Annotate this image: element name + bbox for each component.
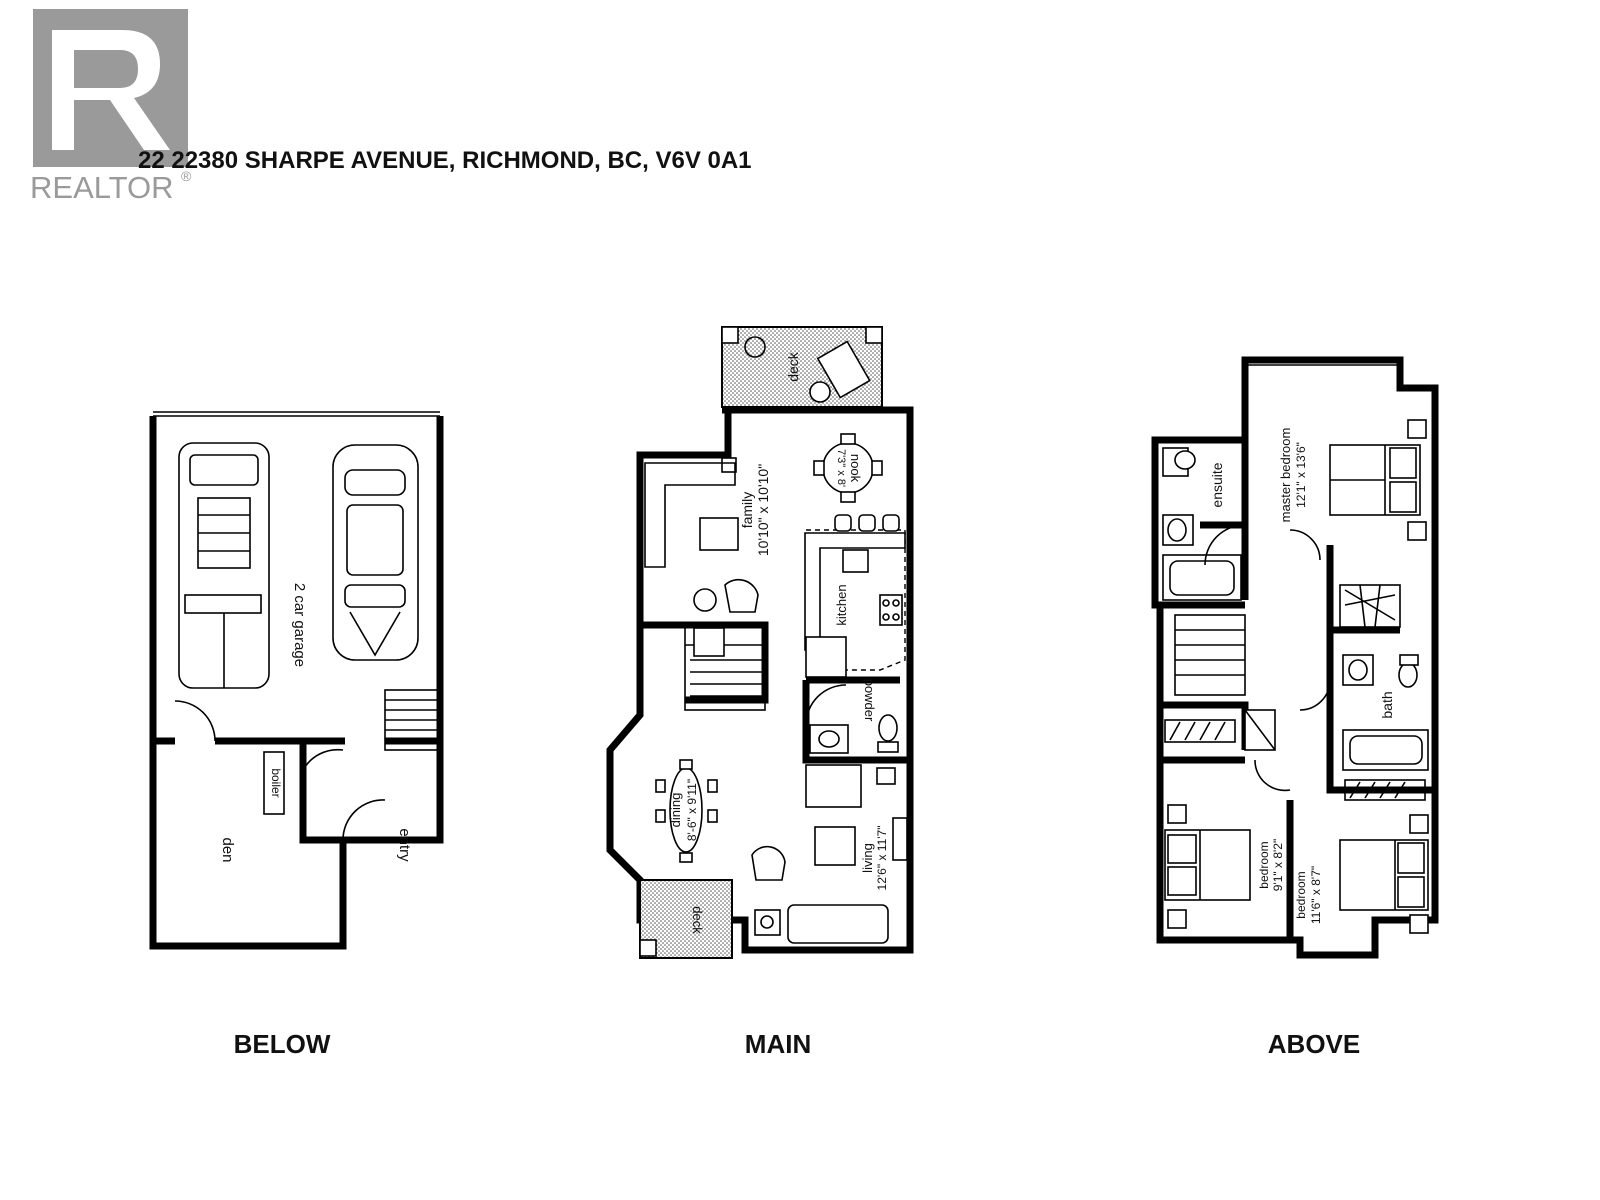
above-ensuite-label: ensuite — [1209, 462, 1225, 507]
garage-car-left-icon — [178, 442, 270, 689]
realtor-registered-mark: ® — [181, 168, 192, 184]
living-sofa-icon — [787, 904, 889, 944]
main-nook-dim: 7'3" x 8' — [835, 449, 847, 487]
main-nook-label: nook — [848, 454, 863, 483]
above-bed2-dim: 11'6" x 8'7" — [1309, 866, 1323, 924]
below-boiler-label: boiler — [269, 768, 283, 797]
realtor-logo-r-icon — [52, 30, 170, 150]
main-living-dim: 12'6" x 11'7" — [875, 826, 889, 891]
below-den-label: den — [219, 837, 236, 862]
realtor-logo: REALTOR ® — [30, 9, 192, 205]
garage-car-right-icon — [332, 444, 419, 661]
above-master-dim: 12'1" x 13'6" — [1294, 442, 1308, 508]
living-loveseat-icon — [805, 764, 862, 808]
floor-caption-main: MAIN — [745, 1029, 811, 1059]
above-bath-label: bath — [1379, 691, 1395, 718]
floor-plan-main: deck nook 7'3" x 8' — [606, 326, 914, 959]
below-entry-label: entry — [396, 828, 413, 862]
main-family-dim: 10'10" x 10'10" — [755, 464, 771, 556]
main-dining-dim: 8'-6" x 9'11" — [685, 779, 699, 841]
main-powder-label: powder — [862, 679, 877, 722]
above-bed1-dim: 9'1" x 8'2" — [1271, 839, 1285, 891]
main-kitchen-label: kitchen — [834, 584, 849, 625]
above-bed1-label: bedroom — [1257, 841, 1271, 888]
floor-caption-above: ABOVE — [1268, 1029, 1360, 1059]
realtor-logo-text: REALTOR — [30, 170, 174, 205]
listing-address: 22 22380 SHARPE AVENUE, RICHMOND, BC, V6… — [138, 147, 752, 174]
main-dining-label: dining — [668, 793, 683, 828]
above-master-label: master bedroom — [1278, 428, 1293, 523]
above-bed2-label: bedroom — [1294, 871, 1308, 918]
main-family-label: family — [739, 492, 755, 529]
below-garage-label: 2 car garage — [291, 583, 308, 667]
floor-caption-below: BELOW — [234, 1029, 331, 1059]
main-living-label: living — [860, 843, 875, 873]
main-deck-top-label: deck — [785, 351, 801, 382]
nook-table-icon — [822, 442, 874, 494]
main-deck-bottom-label: deck — [690, 906, 705, 934]
floor-plan-above: ensuite master bedroom 12'1" x 13'6" bat… — [1151, 356, 1439, 959]
floor-plan-below: boiler 2 car garage — [149, 411, 444, 950]
family-sofa-icon — [644, 462, 736, 568]
